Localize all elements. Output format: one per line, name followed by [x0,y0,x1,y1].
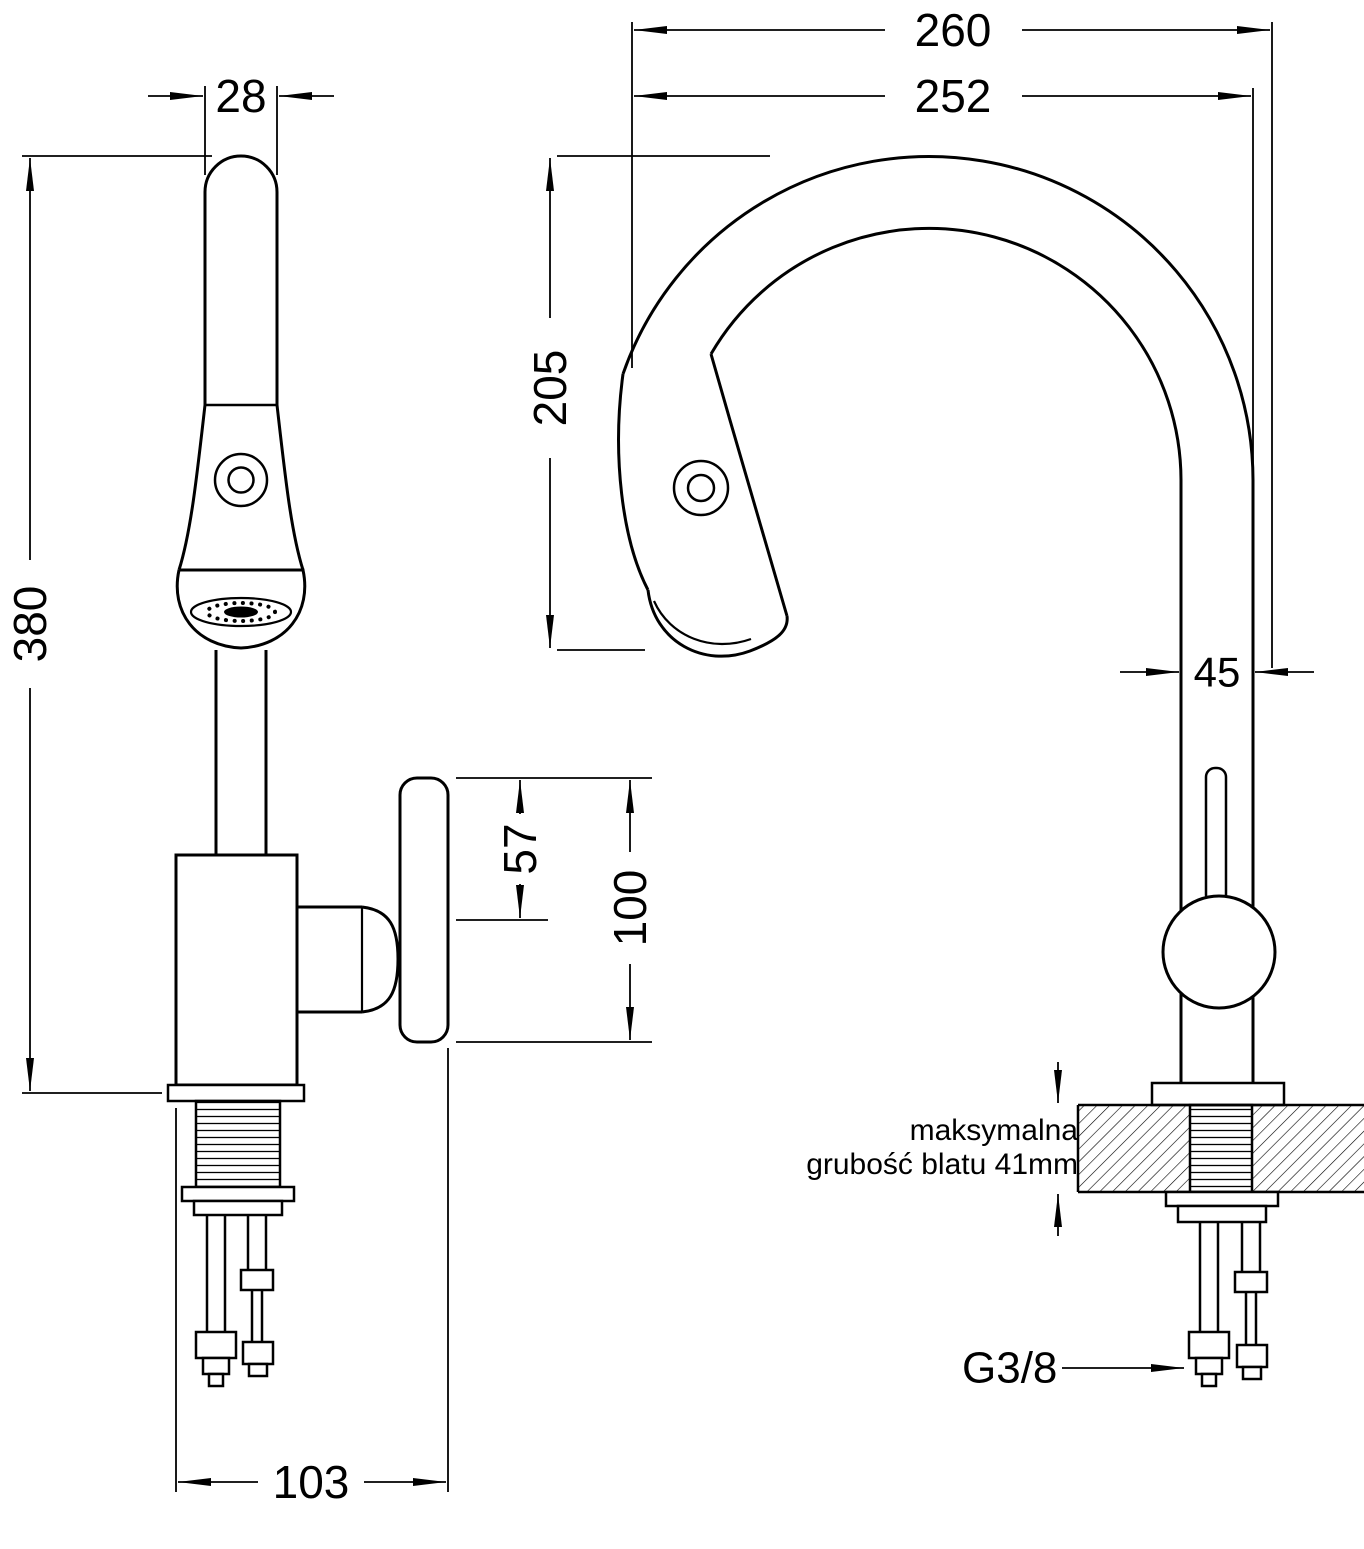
dim-base-depth: 103 [175,1048,449,1508]
dim-handle-height: 100 [456,780,656,1043]
front-body [174,853,299,1087]
dim-spout-reach-inner: 252 [634,70,1254,470]
dim-base-depth-label: 103 [273,1456,350,1508]
countertop [1076,1103,1364,1194]
dim-pipe-width-label: 45 [1194,649,1241,696]
dim-total-height: 380 [4,155,212,1094]
side-spray-head [617,353,789,617]
front-spray-button-icon [213,452,269,508]
dim-handle-top-offset-label: 57 [494,823,546,874]
side-gooseneck-outer [621,154,1255,1083]
dim-spout-top-width: 28 [148,70,334,175]
side-threaded-stud [1188,1103,1254,1194]
side-base-plate [1150,1081,1286,1107]
dim-handle-top-offset: 57 [456,777,652,921]
countertop-note-line1: maksymalna [910,1114,1079,1147]
front-base-plate [166,1083,306,1103]
side-gooseneck-inner [709,226,1183,1083]
dim-spout-top-width-label: 28 [215,70,266,122]
dim-spout-reach-inner-label: 252 [915,70,992,122]
side-handle-ball [1161,894,1277,1010]
dim-handle-height-label: 100 [604,870,656,947]
dim-countertop-thickness: maksymalna grubość blatu 41mm [806,1062,1078,1236]
side-spray-button-icon [672,459,730,517]
front-threaded-stud [194,1099,282,1189]
side-handle-lever [1204,766,1228,906]
dim-pipe-width: 45 [1120,649,1314,696]
countertop-note-line2: grubość blatu 41mm [806,1148,1078,1181]
dimensions: 28 380 57 100 [4,4,1314,1508]
side-supply-hoses [1187,1222,1269,1388]
front-spray-face [189,596,293,628]
dim-total-height-label: 380 [4,586,56,663]
dim-spout-clearance: 205 [524,155,770,651]
front-handle-lever [398,776,450,1044]
side-view [617,154,1364,1388]
dim-spout-reach-outer-label: 260 [915,4,992,56]
thread-size-label: G3/8 [962,1344,1057,1393]
front-spout-tube [203,154,279,405]
dim-spout-reach-outer: 260 [631,4,1273,668]
front-spray-head [177,404,305,571]
dim-thread-size: G3/8 [962,1344,1184,1393]
front-handle-dome [361,905,400,1014]
dim-spout-clearance-label: 205 [524,350,576,427]
front-view [166,154,450,1388]
front-supply-hoses [194,1215,275,1388]
